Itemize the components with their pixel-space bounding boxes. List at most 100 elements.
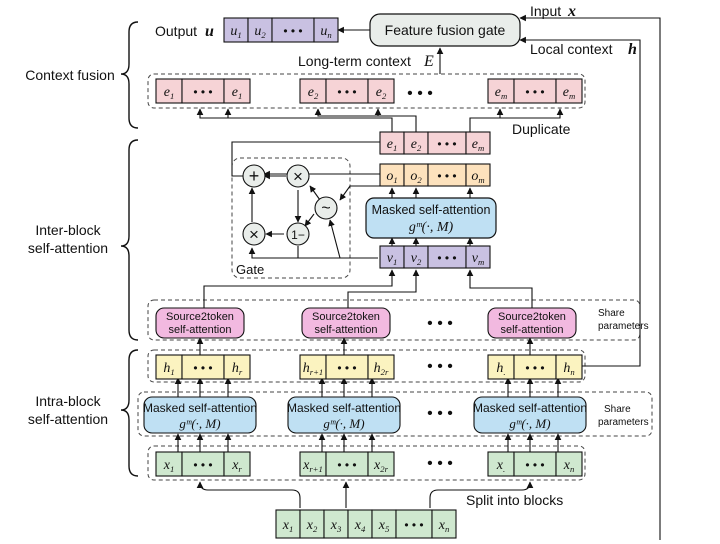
cell-subscript: 2	[261, 30, 266, 40]
cell-label: • • •	[337, 458, 356, 472]
cell-label: un	[320, 24, 331, 40]
o-cell	[465, 163, 491, 187]
cell-subscript: 1	[393, 175, 397, 185]
masked-self-attention-intra-1	[143, 396, 257, 434]
duplicate-2-cell	[367, 78, 395, 104]
cell-label: xr	[231, 458, 242, 474]
x-block-1-cell	[155, 451, 183, 477]
cell-subscript: r+1	[310, 367, 324, 377]
cell-label: • • •	[404, 518, 423, 532]
cell-label: e1	[232, 85, 243, 101]
input-cell	[371, 509, 397, 539]
cell-subscript: m	[501, 91, 507, 101]
duplicate-3-cell	[487, 78, 515, 104]
cell-subscript: 1	[170, 367, 174, 377]
masked-intra-formula: gᵐ(·, M)	[323, 416, 364, 431]
s2t-group	[147, 299, 641, 341]
gate-times-bottom-node	[242, 222, 266, 246]
input-label: Input	[530, 3, 561, 19]
share-params-1-line2: parameters	[598, 321, 649, 332]
feature-fusion-gate	[369, 13, 521, 47]
share-params-1-line1: Share	[598, 308, 625, 319]
share-params-2-line1: Share	[604, 404, 631, 415]
cell-subscript: n	[570, 367, 574, 377]
duplicate-1-cell	[181, 78, 225, 104]
gate-times-top-node	[286, 164, 310, 188]
output-cell	[247, 17, 273, 43]
cell-label: hn	[563, 361, 574, 377]
cell-subscript: 1	[237, 30, 241, 40]
cell-subscript: 2	[417, 175, 422, 185]
s2t-ellipsis: • • •	[427, 315, 453, 332]
cell-subscript: n	[445, 524, 449, 534]
duplicate-2-cell	[325, 78, 369, 104]
cell-label: hr	[232, 361, 243, 377]
section-context-fusion: Context fusion	[25, 67, 115, 83]
section-inter-block-line2: self-attention	[28, 240, 108, 256]
gate-times-bottom-icon: ×	[249, 225, 259, 244]
cell-label: o1	[386, 169, 397, 185]
x-ellipsis: • • •	[427, 455, 453, 472]
source2token-line1: Source2token	[312, 311, 380, 323]
gate-group	[231, 157, 351, 279]
cell-subscript: n	[570, 464, 574, 474]
x-block-2-cell	[367, 451, 395, 477]
cell-label: e1	[164, 85, 175, 101]
cell-label: v2	[411, 251, 422, 267]
duplicate-1-cell	[155, 78, 183, 104]
v-cell	[465, 245, 491, 269]
feature-fusion-gate-label: Feature fusion gate	[385, 22, 506, 38]
section-intra-block-line1: Intra-block	[35, 393, 101, 409]
source2token-box-3	[487, 307, 577, 339]
cell-subscript: r	[238, 464, 242, 474]
cell-subscript: 5	[385, 524, 390, 534]
local-context-symbol: h	[628, 41, 637, 58]
cell-subscript: 1	[170, 91, 174, 101]
cell-label: e2	[411, 137, 422, 153]
source2token-line1: Source2token	[166, 311, 234, 323]
cell-subscript: 2	[313, 524, 318, 534]
cell-label: e2	[308, 85, 319, 101]
cell-subscript: .	[503, 464, 505, 474]
gate-sigmoid-node	[314, 196, 338, 220]
cell-subscript: 1	[393, 143, 397, 153]
cell-label: • • •	[193, 361, 212, 375]
cell-label: xn	[563, 458, 575, 474]
cell-label: x1	[282, 518, 294, 534]
masked-self-attention-intra-2	[287, 396, 401, 434]
cell-subscript: 2	[382, 91, 387, 101]
cell-label: • • •	[437, 169, 456, 183]
share-params-2-line2: parameters	[598, 417, 649, 428]
masked-inter-title: Masked self-attention	[372, 203, 491, 217]
output-cell	[313, 17, 339, 43]
cell-label: • • •	[193, 458, 212, 472]
x-block-3-cell	[487, 451, 515, 477]
input-cell	[347, 509, 373, 539]
gate-label: Gate	[236, 262, 264, 277]
cell-label: • • •	[193, 85, 212, 99]
mi-ellipsis: • • •	[427, 405, 453, 422]
cell-label: • • •	[337, 361, 356, 375]
gate-one-minus-node	[286, 222, 310, 246]
x-blocks-group	[147, 445, 586, 481]
h-block-2-cell	[325, 354, 369, 380]
cell-label: • • •	[525, 85, 544, 99]
x-block-3-cell	[555, 451, 583, 477]
cell-subscript: m	[478, 143, 484, 153]
h-block-1-cell	[223, 354, 251, 380]
dup-ellipsis: • • •	[407, 85, 433, 102]
input-cell	[395, 509, 433, 539]
gate-plus-node	[242, 164, 266, 188]
cell-subscript: m	[478, 175, 484, 185]
source2token-box-2	[301, 307, 391, 339]
duplicate-2-cell	[299, 78, 327, 104]
cell-label: u1	[230, 24, 241, 40]
